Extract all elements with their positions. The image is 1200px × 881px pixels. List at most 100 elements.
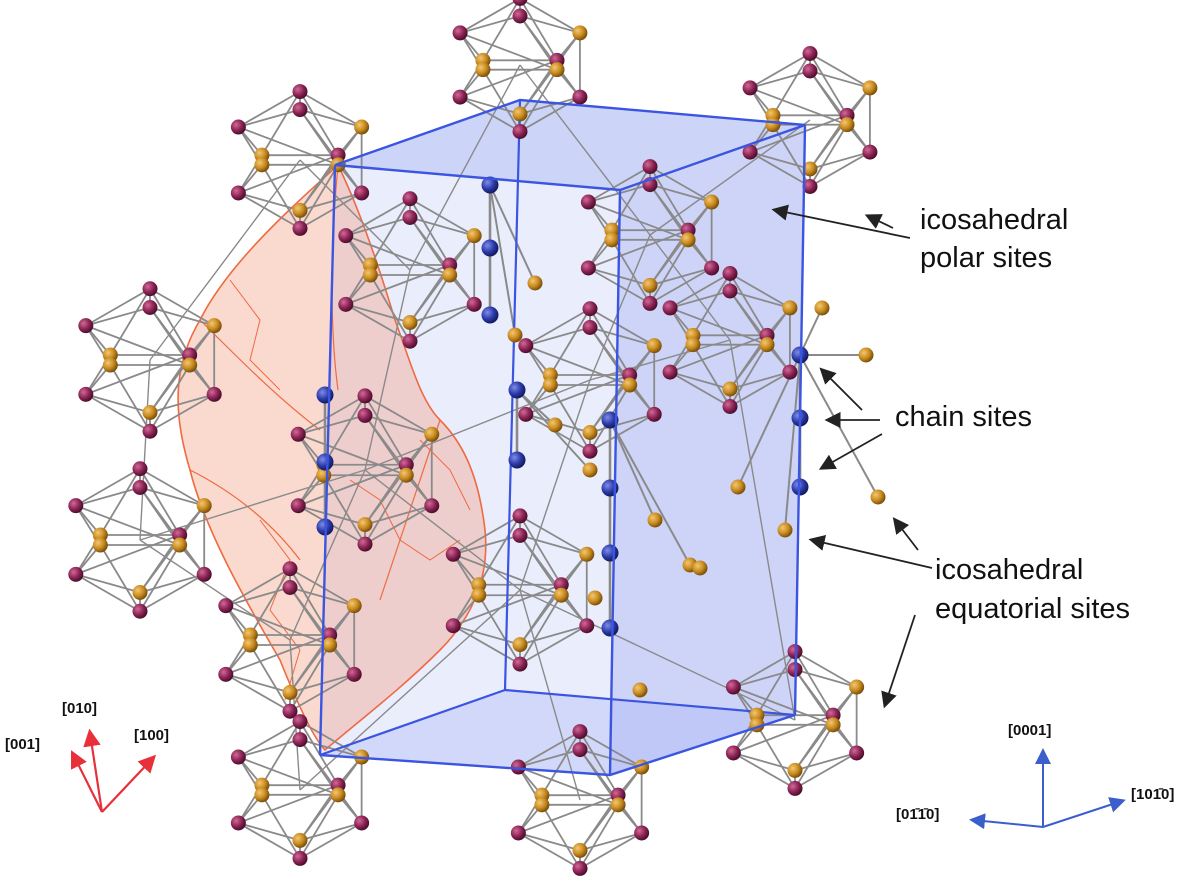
equatorial-atom xyxy=(787,762,803,778)
equatorial-atom xyxy=(839,117,855,133)
bond xyxy=(297,395,366,436)
bond xyxy=(519,624,588,665)
chain-atom xyxy=(481,306,499,324)
bond xyxy=(541,731,581,796)
equatorial-atom xyxy=(330,787,346,803)
polar-atom xyxy=(357,388,373,404)
polar-atom xyxy=(142,423,158,439)
polar-atom xyxy=(512,124,528,139)
equatorial-atom xyxy=(402,315,418,330)
bond xyxy=(299,109,363,194)
equatorial-atom xyxy=(647,512,663,528)
bond xyxy=(794,650,858,688)
equatorial-atom xyxy=(357,517,373,533)
polar-atom xyxy=(206,386,222,402)
polar-atom xyxy=(230,185,246,201)
polar-atom xyxy=(722,266,738,281)
axis-label-01-10-bar: 1̄1̄ xyxy=(909,806,927,823)
bond xyxy=(579,804,619,869)
label-chain-sites: chain sites xyxy=(895,401,1033,433)
polar-atom xyxy=(572,742,588,758)
equatorial-atom xyxy=(354,119,370,135)
bond xyxy=(75,467,141,507)
bond xyxy=(225,586,291,607)
bond xyxy=(729,344,768,407)
bond xyxy=(611,166,651,231)
polar-atom xyxy=(452,25,468,41)
polar-atom xyxy=(512,8,528,24)
bond xyxy=(299,159,411,271)
bond xyxy=(799,354,879,498)
bond xyxy=(589,326,655,347)
polar-atom xyxy=(802,179,818,194)
bond xyxy=(459,0,520,34)
bond xyxy=(409,303,475,343)
polar-atom xyxy=(512,508,528,524)
polar-atom xyxy=(445,618,461,634)
polar-atom xyxy=(292,102,308,118)
equatorial-atom xyxy=(730,479,746,495)
bond xyxy=(649,267,713,305)
chain-atom xyxy=(508,451,526,469)
polar-atom xyxy=(68,566,84,582)
polar-atom xyxy=(402,333,418,349)
bond xyxy=(238,822,301,842)
bond xyxy=(589,413,655,434)
polar-atom xyxy=(132,480,148,495)
bond xyxy=(75,504,180,546)
arrow-chain-3 xyxy=(818,433,883,470)
bond xyxy=(794,752,857,772)
equatorial-atom xyxy=(547,417,563,433)
bond xyxy=(732,752,796,790)
polar-atom xyxy=(642,159,658,175)
bond xyxy=(139,486,205,507)
bond xyxy=(525,326,591,347)
bond xyxy=(149,159,301,361)
bond xyxy=(519,624,588,646)
polar-atom xyxy=(662,364,678,380)
bond xyxy=(149,288,191,356)
bond xyxy=(85,393,151,433)
bond xyxy=(459,96,521,115)
arrow-equatorial-2 xyxy=(892,517,919,551)
equatorial-atom xyxy=(632,682,648,698)
equatorial-atom xyxy=(475,62,491,78)
bond xyxy=(238,126,339,166)
label-equatorial-line1: icosahedral xyxy=(935,554,1084,586)
bond xyxy=(322,474,366,545)
left-axes-triad xyxy=(71,728,157,813)
equatorial-atom xyxy=(132,585,148,600)
polar-atom xyxy=(290,498,306,514)
bond xyxy=(225,673,291,694)
bond xyxy=(459,96,521,133)
equatorial-atom xyxy=(777,522,793,538)
polar-atom xyxy=(579,618,595,634)
bond xyxy=(519,0,558,61)
bond xyxy=(297,433,407,477)
bond xyxy=(669,371,731,390)
bond xyxy=(364,504,433,545)
bond xyxy=(261,721,301,786)
polar-atom xyxy=(424,498,440,514)
arrow-polar-1 xyxy=(771,204,911,239)
polar-atom xyxy=(512,0,528,6)
bond xyxy=(809,151,871,188)
bond xyxy=(369,274,411,342)
equatorial-atom xyxy=(642,277,658,293)
equatorial-atom xyxy=(553,587,569,603)
bond xyxy=(237,822,301,860)
equatorial-atom xyxy=(507,327,523,343)
bond xyxy=(756,724,796,789)
label-equatorial-line2: equatorial sites xyxy=(935,593,1131,625)
polar-atom xyxy=(230,815,246,831)
bond xyxy=(519,96,581,133)
bond xyxy=(749,87,848,126)
equatorial-atom xyxy=(466,228,482,244)
bond xyxy=(649,165,713,203)
arrow-polar-2 xyxy=(864,214,894,229)
equatorial-atom xyxy=(242,637,258,653)
equatorial-atom xyxy=(849,679,865,695)
bond xyxy=(409,197,475,237)
arrow-equatorial-3 xyxy=(881,614,916,709)
bond xyxy=(729,290,791,373)
